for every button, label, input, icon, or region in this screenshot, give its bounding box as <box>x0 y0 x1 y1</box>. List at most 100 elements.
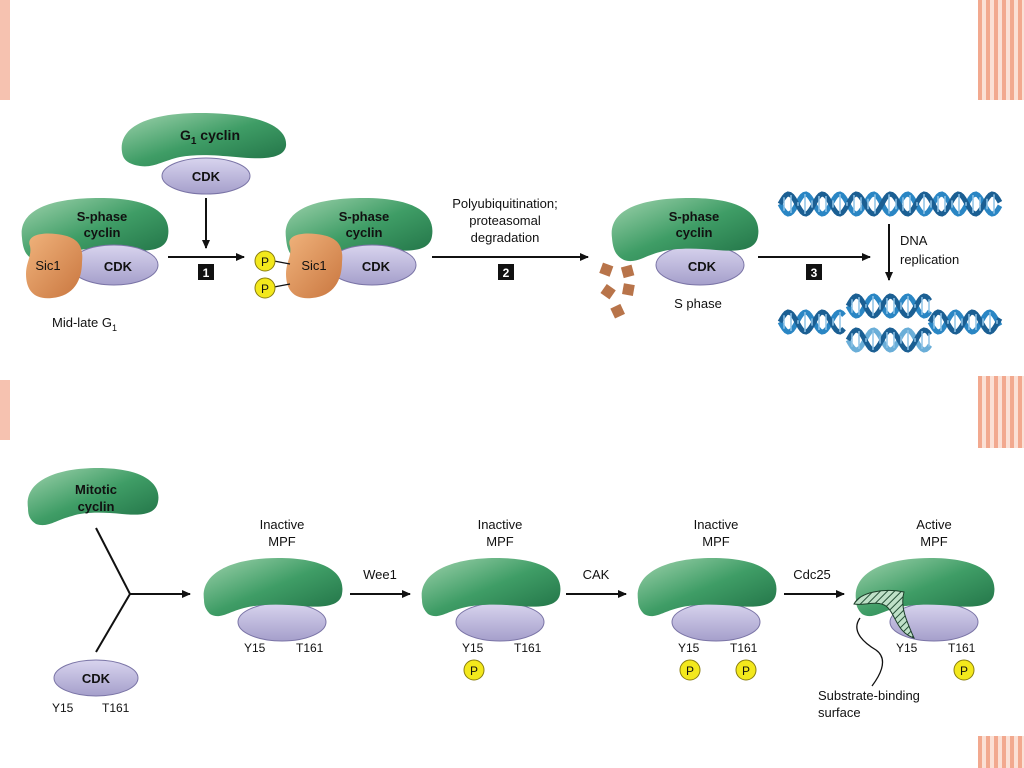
cdk-label: CDK <box>192 169 221 184</box>
cdc25-label: Cdc25 <box>793 567 831 582</box>
step-2-badge <box>498 264 514 280</box>
sic1-label: Sic1 <box>301 258 326 273</box>
sphase-cdk-complex: S-phase cyclin CDK S phase <box>611 198 759 311</box>
mpf-label: MPF <box>702 534 730 549</box>
phospho-circle <box>463 659 485 681</box>
cyclin-label: cyclin <box>78 499 115 514</box>
phospho-label: P <box>742 664 750 678</box>
dna-strand <box>845 293 933 319</box>
y15-label: Y15 <box>52 701 74 715</box>
sphase-cyclin-shape <box>611 198 759 262</box>
sphase-label: S-phase <box>669 209 720 224</box>
left-accent-bar-top <box>0 0 10 100</box>
cdk-label: CDK <box>82 671 111 686</box>
cdk-shape <box>161 157 251 195</box>
step-1-label: 1 <box>203 266 210 280</box>
cyclin-label: cyclin <box>84 225 121 240</box>
phospho-circle <box>679 659 701 681</box>
dna-strand <box>845 327 933 353</box>
dna-strand <box>777 191 1003 217</box>
t161-label: T161 <box>102 701 130 715</box>
step-2-label: 2 <box>503 266 510 280</box>
dna-helix-top <box>777 191 1003 217</box>
phospho-label: P <box>261 282 269 296</box>
cdk-label: CDK <box>688 259 717 274</box>
t161-label: T161 <box>296 641 324 655</box>
surface-label: surface <box>818 705 861 720</box>
g1-cyclin-cdk-complex: G1 cyclin CDK <box>121 112 287 195</box>
right-accent-stripes-foot <box>978 736 1024 768</box>
mitotic-cyclin-shape <box>203 558 343 617</box>
dna-label: DNA <box>900 233 928 248</box>
sic1-spahse-complex: S-phase cyclin Sic1 CDK Mid-late G1 <box>21 198 169 333</box>
phospho-link <box>273 260 291 265</box>
sphase-label: S-phase <box>77 209 128 224</box>
phospho-label: P <box>686 664 694 678</box>
y15-label: Y15 <box>678 641 700 655</box>
sphase-label: S-phase <box>339 209 390 224</box>
phospho-circle <box>254 250 276 272</box>
step-3-label: 3 <box>811 266 818 280</box>
phospho-label: P <box>960 664 968 678</box>
substrate-pointer-line <box>856 617 884 687</box>
cdk-shape <box>455 602 545 642</box>
mpf-label: MPF <box>268 534 296 549</box>
cdk-label: CDK <box>362 259 391 274</box>
degraded-sic1-fragments <box>599 262 635 319</box>
degradation-label: degradation <box>471 230 540 245</box>
inactive-label: Inactive <box>478 517 523 532</box>
t161-label: T161 <box>948 641 976 655</box>
sic1-shape <box>286 233 343 299</box>
cdk-shape <box>237 602 327 642</box>
inactive-label: Inactive <box>694 517 739 532</box>
step-1-badge <box>198 264 214 280</box>
y15-label: Y15 <box>244 641 266 655</box>
substrate-binding-surface <box>853 590 915 639</box>
dna-strand <box>777 191 1003 217</box>
phospho-circle <box>254 277 276 299</box>
y15-label: Y15 <box>896 641 918 655</box>
proteasomal-label: proteasomal <box>469 213 541 228</box>
top-panel: G1 cyclin CDK S-phase cyclin Sic1 CDK Mi… <box>10 100 1003 375</box>
left-accent-bar-bottom <box>0 380 10 440</box>
right-accent-stripes-top <box>978 0 1024 100</box>
phospho-circle <box>735 659 757 681</box>
g1-cyclin-label: G1 cyclin <box>180 127 240 147</box>
cyclin-label: cyclin <box>346 225 383 240</box>
substrate-binding-label: Substrate-binding <box>818 688 920 703</box>
mitotic-cyclin-shape <box>637 558 777 617</box>
g1-cyclin-shape <box>121 112 287 167</box>
step-3-badge <box>806 264 822 280</box>
right-accent-stripes-bottom <box>978 376 1024 448</box>
mitotic-cyclin-shape <box>421 558 561 617</box>
mpf-label: MPF <box>486 534 514 549</box>
polyubiquitination-label: Polyubiquitination; <box>452 196 558 211</box>
phospho-circle <box>953 659 975 681</box>
dna-helix-replicating <box>777 293 1003 353</box>
active-label: Active <box>916 517 951 532</box>
t161-label: T161 <box>730 641 758 655</box>
cdk-shape <box>671 602 761 642</box>
phospho-sic1-complex: P P S-phase cyclin Sic1 CDK <box>254 198 433 299</box>
t161-label: T161 <box>514 641 542 655</box>
mitotic-label: Mitotic <box>75 482 117 497</box>
replication-label: replication <box>900 252 959 267</box>
mpf-label: MPF <box>920 534 948 549</box>
mid-late-g1-label: Mid-late G1 <box>52 315 117 333</box>
cyclin-label: cyclin <box>676 225 713 240</box>
sic1-shape <box>26 233 83 299</box>
y15-label: Y15 <box>462 641 484 655</box>
phospho-label: P <box>470 664 478 678</box>
cak-label: CAK <box>583 567 610 582</box>
s-phase-stage-label: S phase <box>674 296 722 311</box>
inactive-label: Inactive <box>260 517 305 532</box>
mitotic-cyclin-shape <box>27 468 159 526</box>
cdk-shape <box>53 659 139 697</box>
phospho-link <box>273 283 291 288</box>
